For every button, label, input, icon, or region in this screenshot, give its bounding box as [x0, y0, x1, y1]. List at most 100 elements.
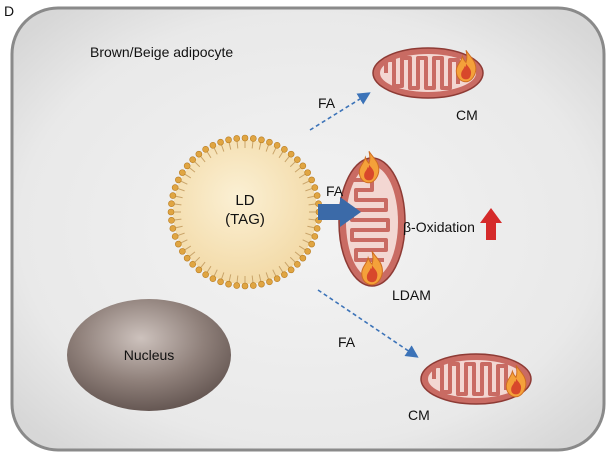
phospholipid-tail [294, 251, 301, 257]
phospholipid-head [249, 282, 257, 289]
phospholipid-head [179, 169, 186, 176]
phospholipid-head [287, 266, 295, 274]
phospholipid-tail [213, 147, 218, 155]
phospholipid-tail [180, 180, 188, 185]
phospholipid-tail [251, 275, 254, 283]
fa-dashed-arrow-bottom [317, 289, 419, 358]
lipid-droplet: LD (TAG) [167, 134, 323, 290]
phospholipid-head [299, 254, 307, 262]
cm-label-top: CM [456, 107, 478, 123]
phospholipid-tail [272, 269, 277, 277]
phospholipid-head [195, 266, 203, 274]
phospholipid-head [217, 138, 224, 146]
phospholipid-tail [175, 225, 183, 229]
ldam-mitochondrion [338, 150, 406, 287]
phospholipid-head [233, 282, 241, 289]
phospholipid-head [183, 254, 191, 262]
phospholipid-head [287, 150, 295, 158]
phospholipid-tail [302, 239, 310, 244]
phospholipid-tail [284, 156, 290, 163]
phospholipid-tail [200, 156, 206, 163]
phospholipid-tail [289, 256, 296, 263]
phospholipid-head [168, 216, 175, 224]
phospholipid-tail [200, 261, 206, 268]
phospholipid-head [189, 261, 196, 268]
phospholipid-tail [236, 275, 239, 283]
phospholipid-head [233, 135, 241, 142]
phospholipid-head [304, 248, 311, 255]
phospholipid-head [281, 271, 288, 278]
phospholipid-head [308, 240, 315, 248]
ldam-label: LDAM [392, 287, 431, 303]
phospholipid-tail [213, 269, 218, 277]
fa-label-bottom: FA [338, 334, 356, 350]
phospholipid-head [241, 134, 249, 142]
phospholipid-head [171, 184, 179, 191]
phospholipid-head [209, 142, 217, 149]
phospholipid-head [202, 146, 209, 153]
phospholipid-head [179, 248, 186, 255]
phospholipid-tail [278, 265, 284, 273]
phospholipid-head [313, 225, 321, 232]
phospholipid-tail [298, 173, 306, 179]
phospholipid-monolayer [167, 134, 323, 290]
phospholipid-tail [302, 180, 310, 185]
phospholipid-tail [221, 144, 225, 152]
phospholipid-tail [251, 141, 254, 149]
phospholipid-head [202, 271, 209, 278]
phospholipid-tail [177, 232, 185, 236]
phospholipid-head [225, 280, 232, 288]
phospholipid-head [294, 261, 301, 268]
right-arrow-icon [318, 197, 361, 227]
phospholipid-tail [194, 256, 201, 263]
phospholipid-head [294, 156, 301, 163]
phospholipid-head [217, 278, 224, 286]
phospholipid-head [225, 136, 232, 144]
phospholipid-tail [194, 161, 201, 168]
phospholipid-head [167, 208, 175, 216]
phospholipid-head [241, 282, 249, 290]
phospholipid-tail [236, 141, 239, 149]
phospholipid-tail [305, 188, 313, 192]
phospholipid-tail [189, 251, 196, 257]
phospholipid-head [169, 192, 177, 199]
phospholipid-head [266, 138, 273, 146]
phospholipid-tail [307, 225, 315, 229]
phospholipid-head [195, 150, 203, 158]
phospholipid-tail [228, 274, 232, 282]
phospholipid-tail [221, 272, 225, 280]
phospholipid-tail [174, 203, 182, 206]
phospholipid-tail [258, 274, 262, 282]
phospholipid-head [171, 233, 179, 240]
phospholipid-tail [298, 245, 306, 251]
phospholipid-tail [308, 203, 316, 206]
phospholipid-head [183, 162, 191, 170]
phospholipid-tail [278, 151, 284, 159]
fa-dashed-arrow-top [309, 92, 371, 131]
phospholipid-head [266, 278, 273, 286]
phospholipid-tail [177, 188, 185, 192]
phospholipid-tail [228, 142, 232, 150]
phospholipid-tail [307, 195, 315, 199]
phospholipid-tail [174, 218, 182, 221]
panel-letter: D [4, 3, 14, 19]
phospholipid-tail [294, 167, 301, 173]
phospholipid-tail [175, 195, 183, 199]
phospholipid-head [273, 275, 281, 282]
phospholipid-head [249, 135, 257, 142]
nucleus-label: Nucleus [124, 347, 175, 363]
cell-label: Brown/Beige adipocyte [90, 44, 233, 60]
phospholipid-head [304, 169, 311, 176]
fa-label-top: FA [318, 95, 336, 111]
phospholipid-tail [305, 232, 313, 236]
phospholipid-tail [184, 173, 192, 179]
phospholipid-head [258, 280, 265, 288]
phospholipid-tail [265, 272, 269, 280]
phospholipid-tail [308, 218, 316, 221]
phospholipid-head [299, 162, 307, 170]
nucleus [67, 299, 231, 411]
phospholipid-tail [184, 245, 192, 251]
phospholipid-head [168, 200, 175, 208]
phospholipid-head [273, 142, 281, 149]
